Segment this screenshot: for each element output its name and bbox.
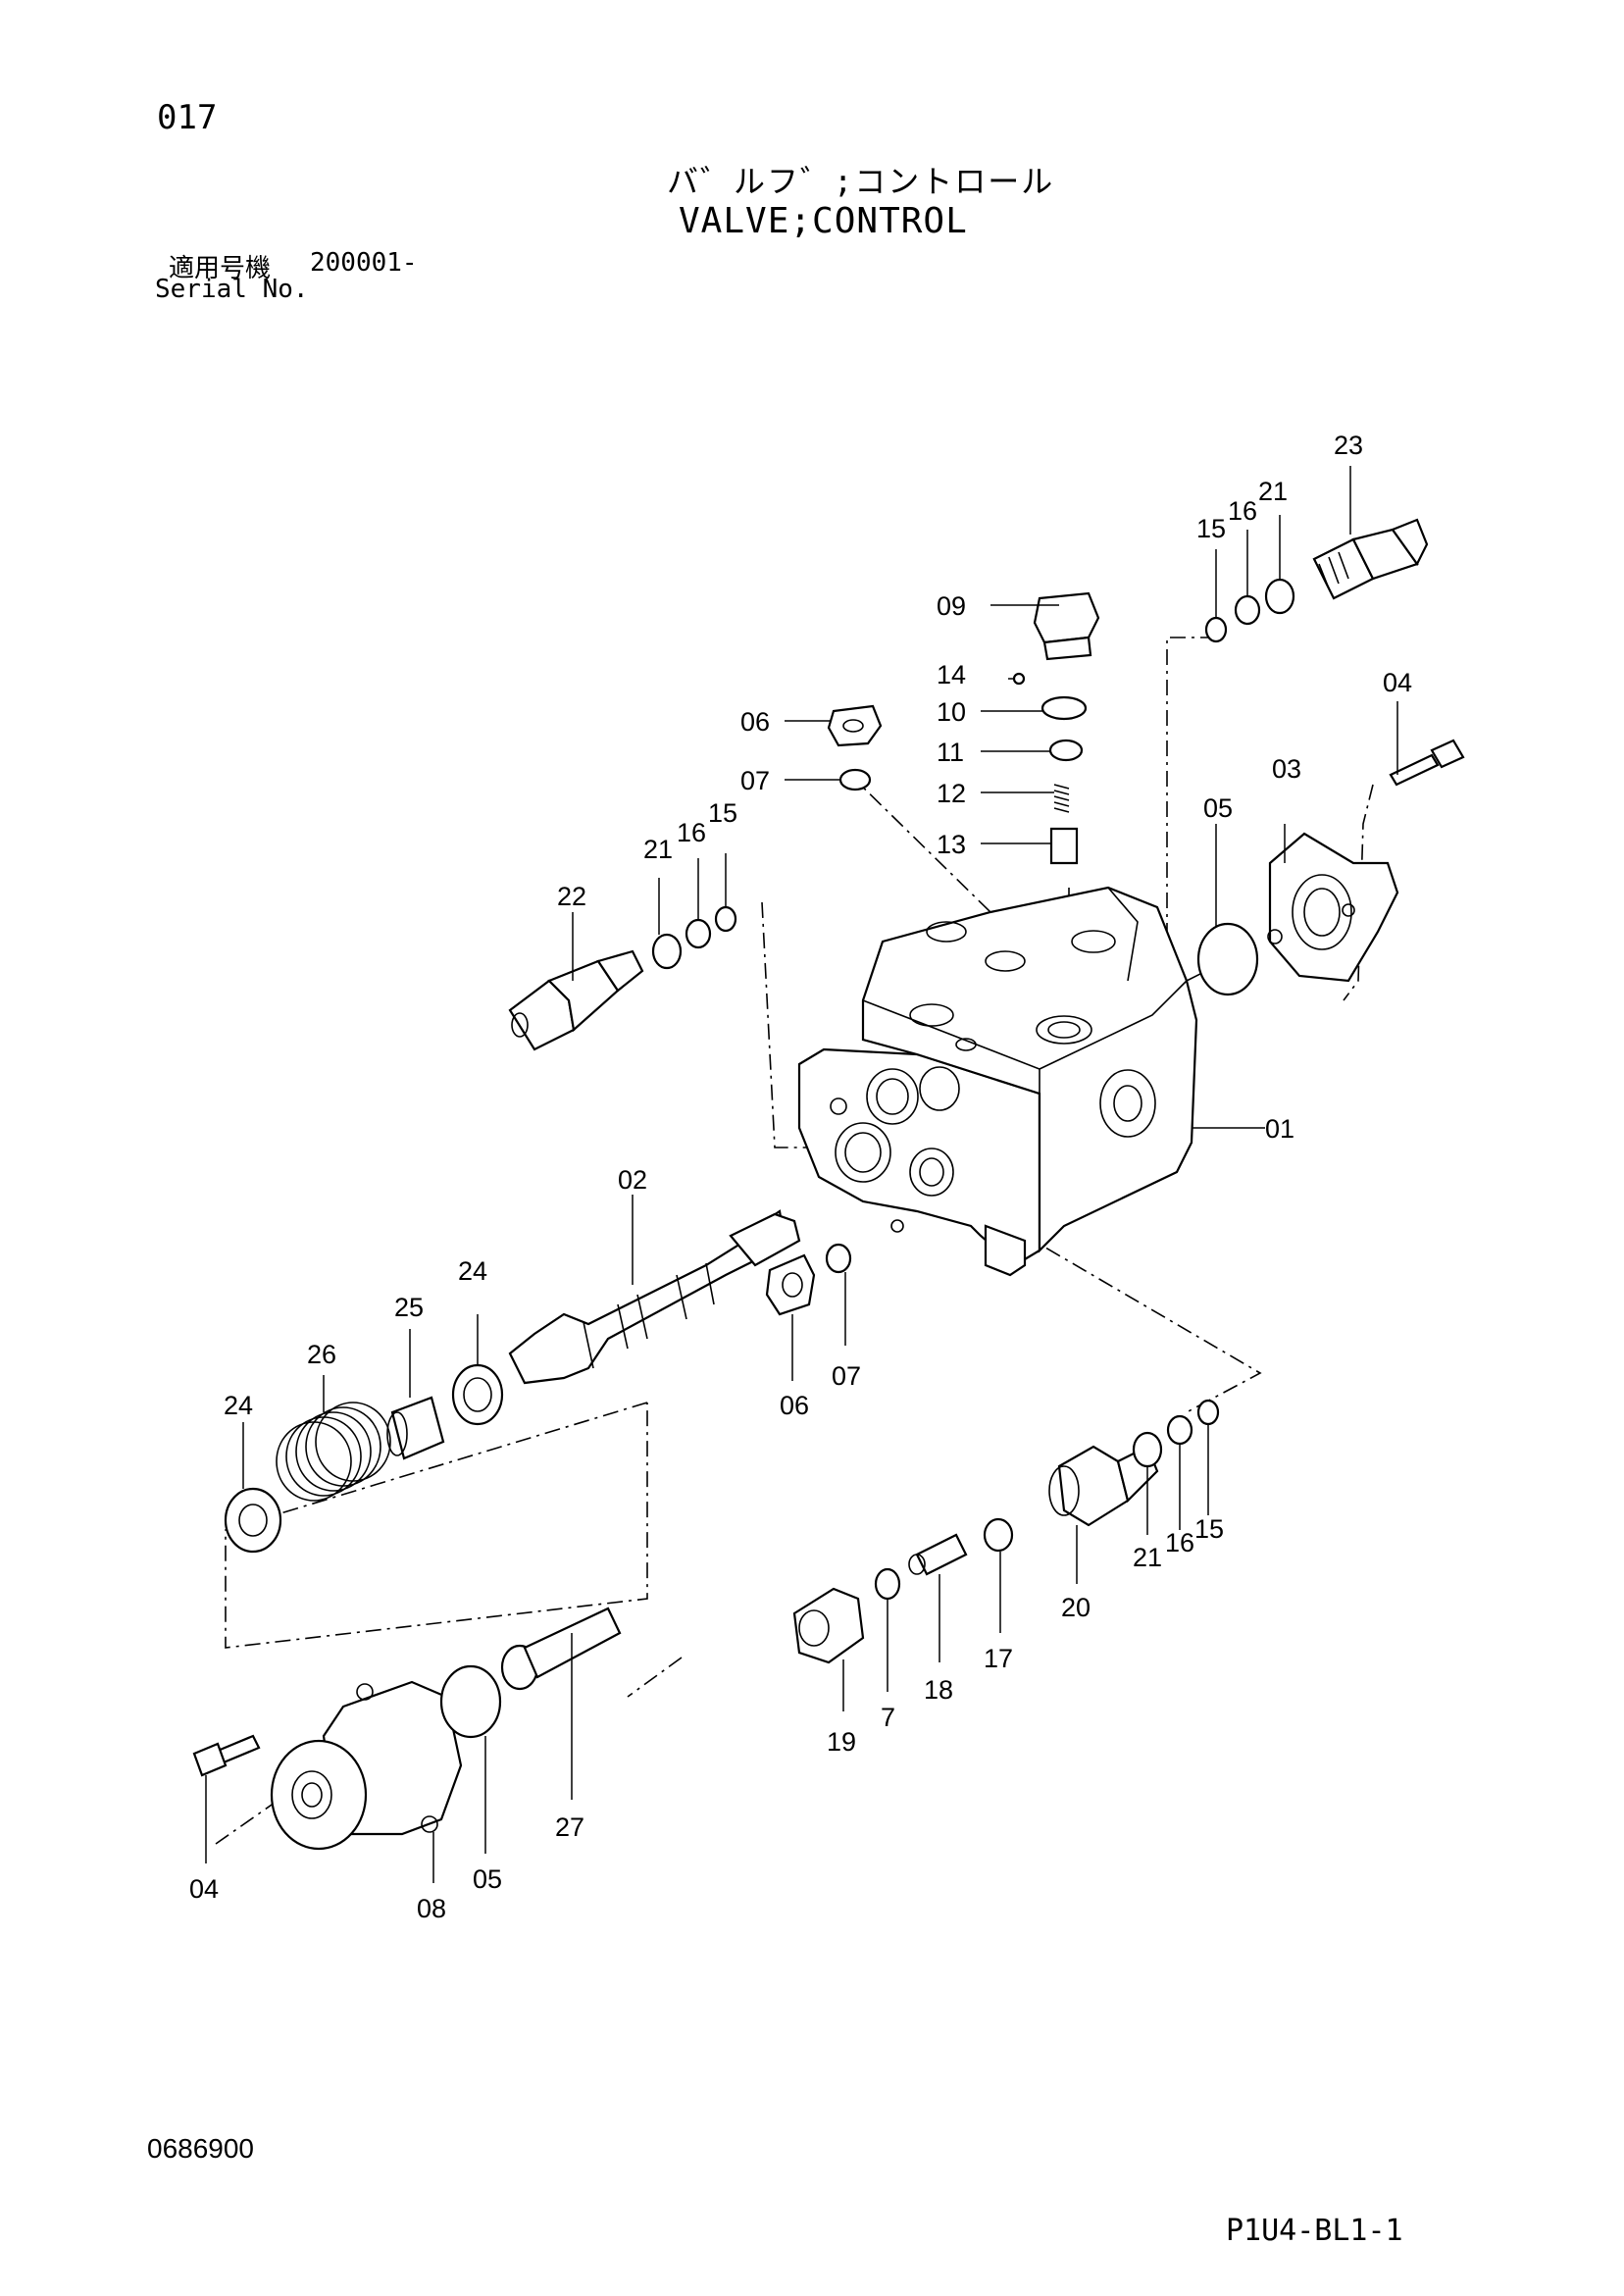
spring-seat-24-lower [224, 1487, 282, 1554]
callout-03: 03 [1272, 754, 1301, 784]
bolt-04-left [192, 1734, 261, 1777]
o-ring-21-top [1264, 578, 1295, 615]
spool-02 [508, 1209, 801, 1385]
o-ring-05-left [439, 1664, 502, 1739]
callout-17: 17 [984, 1644, 1013, 1673]
callout-15-left: 15 [708, 798, 737, 828]
callout-04-right: 04 [1383, 668, 1412, 697]
title-english: VALVE;CONTROL [679, 201, 968, 241]
title-japanese: バ゛ルフ゛;コントロール [667, 163, 1055, 200]
callout-16-left: 16 [677, 818, 706, 847]
callout-15-top: 15 [1196, 514, 1226, 543]
callout-21-left: 21 [643, 835, 673, 864]
drawing-number: 0686900 [147, 2133, 255, 2164]
o-ring-7 [874, 1567, 901, 1601]
callout-08: 08 [417, 1894, 446, 1923]
callout-01: 01 [1265, 1114, 1294, 1144]
callout-05-right: 05 [1203, 793, 1233, 823]
spring-26 [276, 1402, 391, 1502]
callout-06-top: 06 [740, 707, 770, 737]
cap-08 [270, 1680, 463, 1851]
callout-14: 14 [937, 660, 966, 689]
page-code: P1U4-BL1-1 [1226, 2214, 1403, 2248]
spacer-25 [386, 1396, 445, 1460]
o-ring-07-top [838, 768, 872, 791]
callout-13: 13 [937, 830, 966, 859]
backup-ring-16-lower [1166, 1414, 1193, 1446]
ball-14 [1012, 672, 1026, 686]
callout-26: 26 [307, 1340, 336, 1369]
rod-27 [500, 1607, 622, 1691]
backup-ring-15-top [1204, 616, 1228, 643]
o-ring-21-left [651, 933, 683, 970]
serial-label-japanese: 適用号機 [169, 254, 272, 283]
callout-11: 11 [937, 738, 964, 767]
o-ring-07-lower [825, 1243, 852, 1274]
end-flange [1267, 832, 1399, 983]
callout-19: 19 [827, 1727, 856, 1757]
backup-ring-16-left [685, 918, 712, 949]
callout-16-top: 16 [1228, 496, 1257, 526]
callout-25: 25 [394, 1293, 424, 1322]
o-ring-05-right [1196, 922, 1259, 996]
callout-23: 23 [1334, 431, 1363, 460]
relief-valve-23 [1312, 518, 1429, 600]
callout-27: 27 [555, 1812, 584, 1842]
callout-12: 12 [937, 779, 966, 808]
seal-10 [1040, 695, 1088, 721]
callout-02: 02 [618, 1165, 647, 1195]
callout-24-lower: 24 [224, 1391, 253, 1420]
plug-09 [1033, 591, 1100, 661]
callout-21-lower: 21 [1133, 1543, 1162, 1572]
callout-07-top: 07 [740, 766, 770, 795]
callout-21-top: 21 [1258, 477, 1288, 506]
o-ring-11 [1048, 739, 1084, 762]
callout-16-lower: 16 [1165, 1528, 1194, 1557]
backup-ring-15-left [714, 905, 737, 933]
callout-labels: 01 02 03 04 04 05 05 06 06 07 07 08 09 1… [189, 431, 1412, 1923]
callout-05-left: 05 [473, 1864, 502, 1894]
backup-ring-16-top [1234, 594, 1261, 626]
callout-22: 22 [557, 882, 586, 911]
relief-valve-22 [508, 949, 644, 1051]
poppet-18 [908, 1533, 968, 1576]
plug-19 [792, 1587, 865, 1664]
spring-17 [983, 1517, 1014, 1553]
callout-18: 18 [924, 1675, 953, 1705]
serial-value: 200001- [310, 248, 418, 278]
poppet-13 [1049, 827, 1079, 865]
spring-12 [1053, 784, 1070, 813]
leader-lines [205, 466, 1398, 1883]
callout-04-left: 04 [189, 1874, 219, 1904]
valve-body [797, 886, 1198, 1277]
plug-06-lower [765, 1253, 816, 1316]
page-number: 017 [157, 98, 218, 137]
callout-09: 09 [937, 591, 966, 621]
bolt-04-right [1389, 739, 1465, 787]
callout-7: 7 [881, 1703, 895, 1732]
callout-10: 10 [937, 697, 966, 727]
serial-label-english: Serial No. [155, 275, 309, 304]
o-ring-21-lower [1132, 1431, 1163, 1468]
callout-07-lower: 07 [832, 1361, 861, 1391]
callout-15-lower: 15 [1194, 1514, 1224, 1544]
body-20 [1048, 1445, 1159, 1527]
callout-06-lower: 06 [780, 1391, 809, 1420]
callout-24-upper: 24 [458, 1256, 487, 1286]
spring-seat-24-upper [451, 1363, 504, 1426]
callout-20: 20 [1061, 1593, 1091, 1622]
backup-ring-15-lower [1196, 1399, 1220, 1426]
plug-06-top [827, 704, 883, 747]
